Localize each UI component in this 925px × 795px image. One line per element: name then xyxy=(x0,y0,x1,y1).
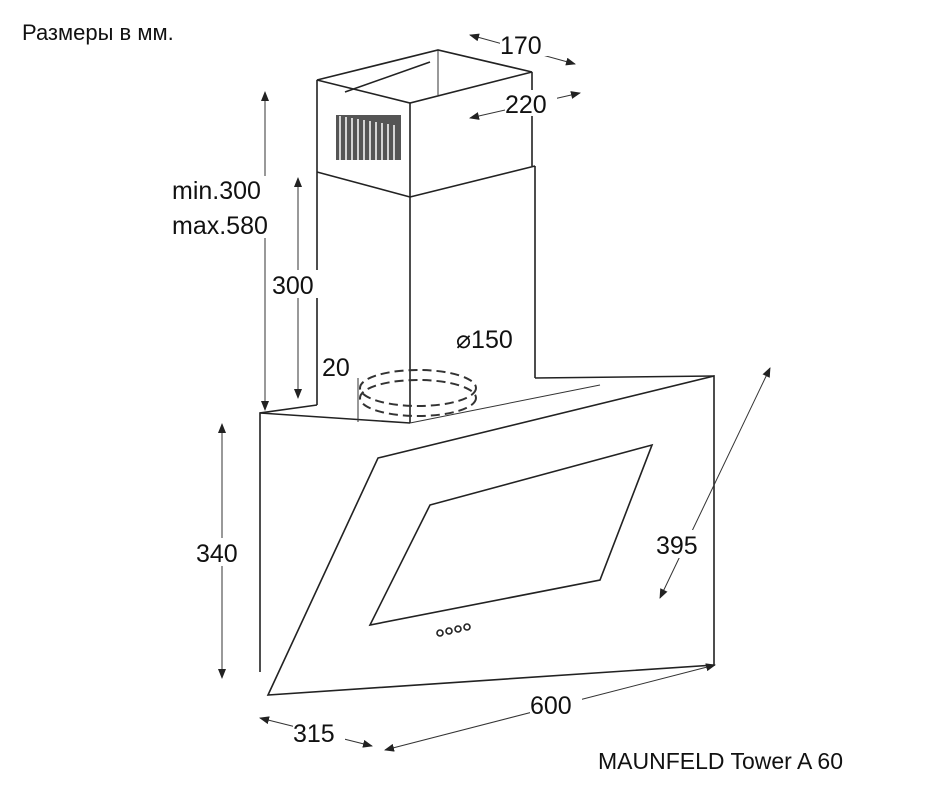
units-caption: Размеры в мм. xyxy=(22,20,174,45)
dim-max: max.580 xyxy=(172,212,268,240)
dimension-lines xyxy=(218,33,771,752)
chimney-upper xyxy=(316,49,536,198)
duct-outlet xyxy=(359,369,477,417)
dim-600: 600 xyxy=(530,692,572,720)
chimney-lower xyxy=(316,166,536,423)
dim-min: min.300 xyxy=(172,177,261,205)
dim-300: 300 xyxy=(272,272,314,300)
dim-315: 315 xyxy=(293,720,335,748)
dimension-labels: 170 220 min.300 max.580 300 20 ⌀150 340 … xyxy=(172,30,708,748)
glass-panel xyxy=(266,374,715,696)
dim-340: 340 xyxy=(196,540,238,568)
dim-220: 220 xyxy=(505,91,547,119)
model-name: MAUNFELD Tower A 60 xyxy=(598,748,844,774)
hood-body xyxy=(259,375,715,672)
vent-grille xyxy=(336,115,401,163)
control-buttons xyxy=(436,623,471,637)
dim-20: 20 xyxy=(322,354,350,382)
dim-170: 170 xyxy=(500,32,542,60)
dim-150: ⌀150 xyxy=(456,326,513,354)
dim-395: 395 xyxy=(656,532,698,560)
